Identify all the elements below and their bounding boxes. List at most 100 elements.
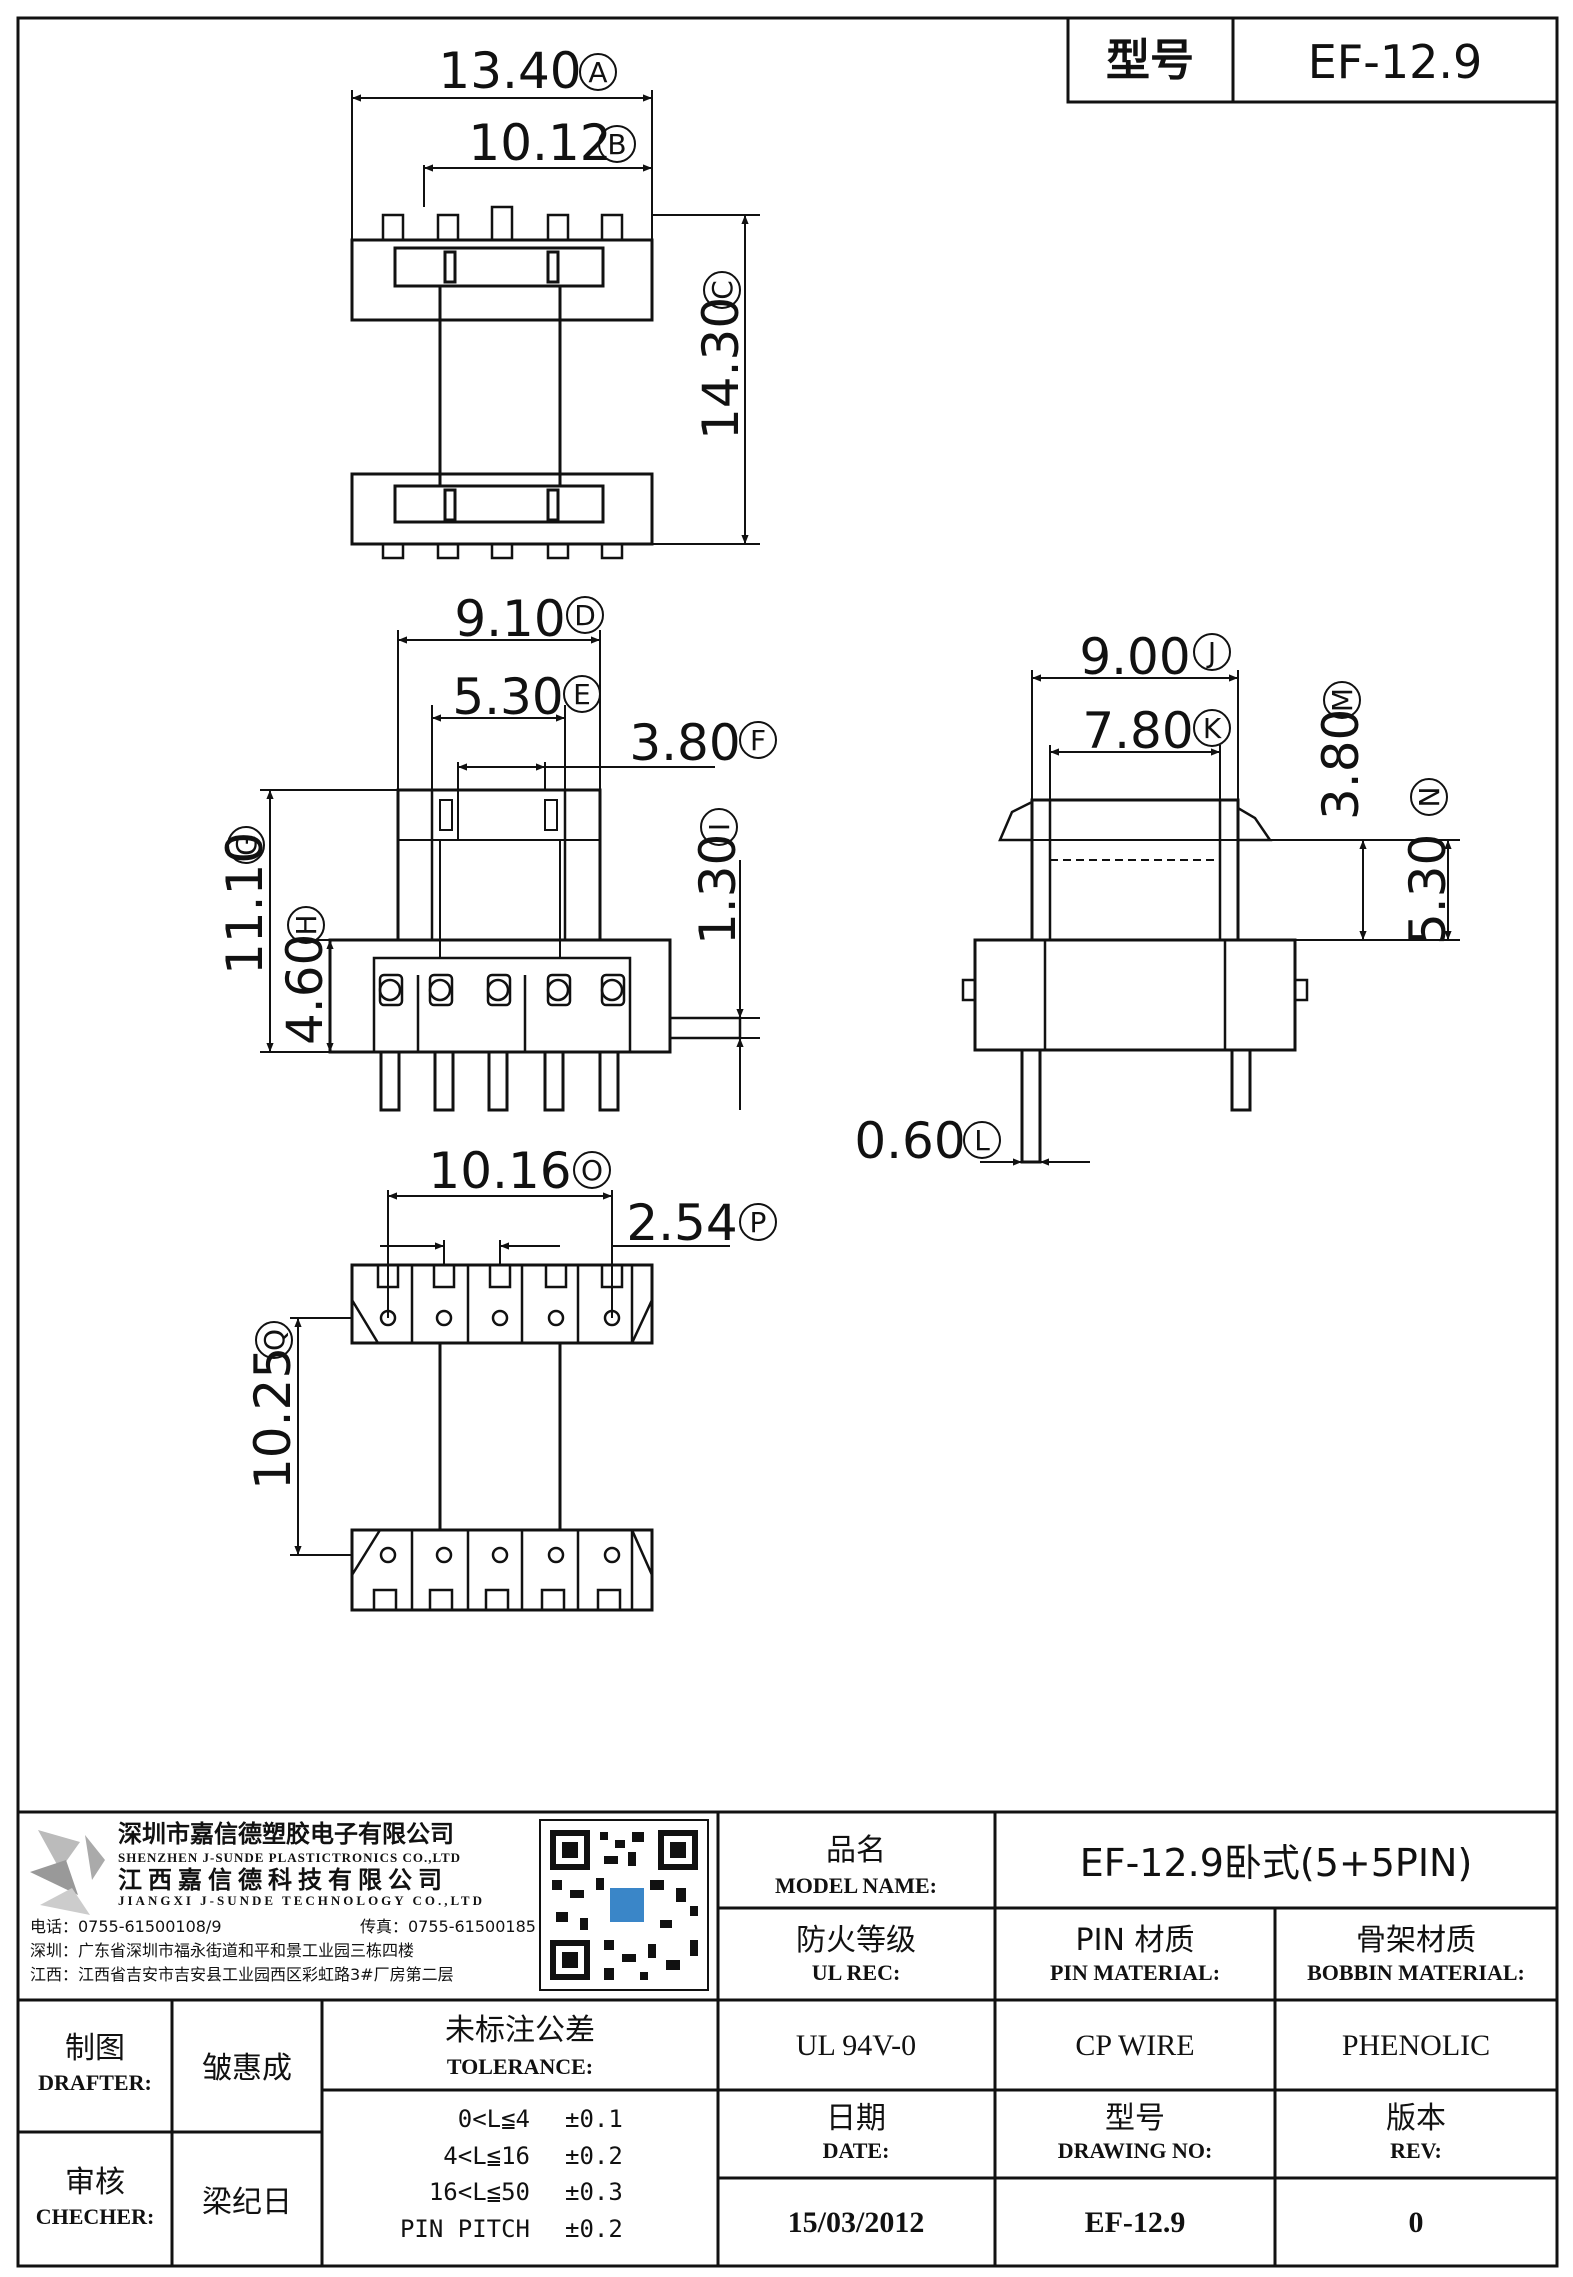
header-model-label: 型号: [1106, 35, 1194, 86]
drafter-label-cn: 制图: [65, 2031, 125, 2066]
svg-text:A: A: [588, 56, 607, 89]
ul-label-en: UL REC:: [812, 1960, 901, 1985]
rev-value: 0: [1409, 2206, 1424, 2239]
pin-label-en: PIN MATERIAL:: [1050, 1960, 1220, 1985]
dim-M: 3.80 M: [1312, 681, 1370, 820]
date-label-cn: 日期: [826, 2101, 886, 2136]
svg-text:1.30: 1.30: [689, 834, 747, 945]
svg-text:P: P: [750, 1206, 767, 1239]
checker-label-cn: 审核: [65, 2165, 125, 2200]
header-model-box: 型号 EF-12.9: [1066, 16, 1559, 104]
ul-value: UL 94V-0: [796, 2029, 916, 2062]
side-view-dims: 9.00 J 7.80 K 0.60 L 3.80 M 5.30 N: [854, 628, 1457, 1170]
pin-value: CP WIRE: [1075, 2029, 1194, 2062]
company-name-sz: 深圳市嘉信德塑胶电子有限公司: [118, 1820, 454, 1848]
dim-O: 10.16 O: [428, 1142, 611, 1200]
svg-text:Q: Q: [258, 1329, 291, 1351]
tolerance-range: 4<L≦16: [443, 2142, 530, 2170]
bobbin-label-en: BOBBIN MATERIAL:: [1307, 1960, 1525, 1985]
svg-text:3.80: 3.80: [629, 714, 740, 772]
dim-A: 13.40 A: [438, 42, 617, 100]
drawing-no-label-cn: 型号: [1105, 2101, 1165, 2136]
dim-B: 10.12 B: [468, 114, 636, 172]
bottom-view: [290, 1190, 730, 1612]
dim-K: 7.80 K: [1082, 702, 1231, 760]
tolerance-range: 16<L≦50: [429, 2178, 530, 2206]
company-name-jx: 江西嘉信德科技有限公司: [118, 1866, 448, 1894]
svg-text:14.30: 14.30: [692, 297, 750, 440]
tolerance-value: ±0.1: [565, 2105, 623, 2133]
drafter-label-en: DRAFTER:: [38, 2070, 152, 2095]
tolerance-value: ±0.2: [565, 2142, 623, 2170]
svg-text:5.30: 5.30: [452, 668, 563, 726]
model-name-label-cn: 品名: [826, 1833, 886, 1868]
svg-text:M: M: [1326, 688, 1359, 712]
svg-text:11.10: 11.10: [216, 832, 274, 975]
rev-label-en: REV:: [1390, 2138, 1442, 2163]
svg-text:F: F: [750, 724, 766, 757]
tolerance-range: 0<L≦4: [458, 2105, 530, 2133]
svg-text:G: G: [230, 834, 263, 856]
checker-label-en: CHECHER:: [36, 2204, 155, 2229]
drawing-no-label-en: DRAWING NO:: [1058, 2138, 1213, 2163]
dim-Q: 10.25 Q: [244, 1321, 302, 1490]
svg-text:C: C: [706, 280, 739, 300]
company-addr-sz: 深圳：广东省深圳市福永街道和平和景工业园三栋四楼: [30, 1941, 414, 1960]
pin-label-cn: PIN 材质: [1076, 1923, 1195, 1958]
svg-text:0.60: 0.60: [854, 1112, 965, 1170]
company-name-jx-en: JIANGXI J-SUNDE TECHNOLOGY CO.,LTD: [118, 1893, 485, 1908]
tolerance-label-cn: 未标注公差: [445, 2013, 595, 2048]
dim-D: 9.10 D: [454, 590, 604, 648]
svg-text:K: K: [1203, 712, 1222, 745]
model-name-label-en: MODEL NAME:: [775, 1873, 937, 1898]
drawing-no-value: EF-12.9: [1085, 2206, 1186, 2239]
svg-text:7.80: 7.80: [1082, 702, 1193, 760]
dim-N: 5.30 N: [1399, 778, 1457, 945]
dim-J: 9.00 J: [1079, 628, 1231, 686]
model-name-value: EF-12.9卧式(5+5PIN): [1080, 1841, 1473, 1885]
header-model-value: EF-12.9: [1308, 35, 1483, 89]
dim-H: 4.60 H: [276, 906, 334, 1045]
dim-F: 3.80 F: [629, 714, 777, 772]
tolerance-value: ±0.3: [565, 2178, 623, 2206]
bobbin-value: PHENOLIC: [1342, 2029, 1490, 2062]
company-name-sz-en: SHENZHEN J-SUNDE PLASTICTRONICS CO.,LTD: [118, 1850, 461, 1865]
dim-L: 0.60 L: [854, 1112, 1001, 1170]
svg-text:9.10: 9.10: [454, 590, 565, 648]
bottom-view-dims: 10.16 O 2.54 P 10.25 Q: [244, 1142, 777, 1490]
dim-C: 14.30 C: [692, 271, 750, 440]
date-label-en: DATE:: [823, 2138, 890, 2163]
tolerance-table: 0<L≦4 ±0.1 4<L≦16 ±0.2 16<L≦50 ±0.3 PIN …: [400, 2105, 623, 2243]
svg-text:J: J: [1206, 636, 1216, 669]
drafter-name: 皱惠成: [202, 2051, 292, 2086]
svg-text:10.12: 10.12: [468, 114, 611, 172]
title-block: [18, 1810, 1557, 2266]
company-tel: 电话：0755-61500108/9: [30, 1917, 222, 1936]
svg-text:I: I: [703, 823, 736, 831]
top-view: [350, 90, 760, 560]
svg-text:2.54: 2.54: [626, 1194, 737, 1252]
svg-text:N: N: [1413, 787, 1446, 808]
svg-text:10.25: 10.25: [244, 1347, 302, 1490]
svg-text:9.00: 9.00: [1079, 628, 1190, 686]
company-fax: 传真：0755-61500185: [360, 1917, 536, 1936]
svg-text:3.80: 3.80: [1312, 709, 1370, 820]
svg-text:D: D: [574, 599, 596, 632]
dim-P: 2.54 P: [626, 1194, 777, 1252]
tolerance-label-en: TOLERANCE:: [447, 2054, 593, 2079]
tolerance-value: ±0.2: [565, 2215, 623, 2243]
tolerance-range: PIN PITCH: [400, 2215, 530, 2243]
svg-text:O: O: [581, 1154, 603, 1187]
dim-G: 11.10 G: [216, 826, 274, 975]
svg-text:4.60: 4.60: [276, 934, 334, 1045]
front-view: [260, 630, 760, 1112]
bobbin-label-cn: 骨架材质: [1356, 1923, 1476, 1958]
rev-label-cn: 版本: [1386, 2101, 1446, 2136]
qr-code-icon: [550, 1830, 698, 1980]
svg-text:H: H: [290, 914, 323, 935]
ul-label-cn: 防火等级: [796, 1923, 916, 1958]
checker-name: 梁纪日: [202, 2185, 292, 2220]
date-value: 15/03/2012: [788, 2206, 925, 2239]
company-addr-jx: 江西：江西省吉安市吉安县工业园西区彩虹路3#厂房第二层: [30, 1965, 454, 1984]
